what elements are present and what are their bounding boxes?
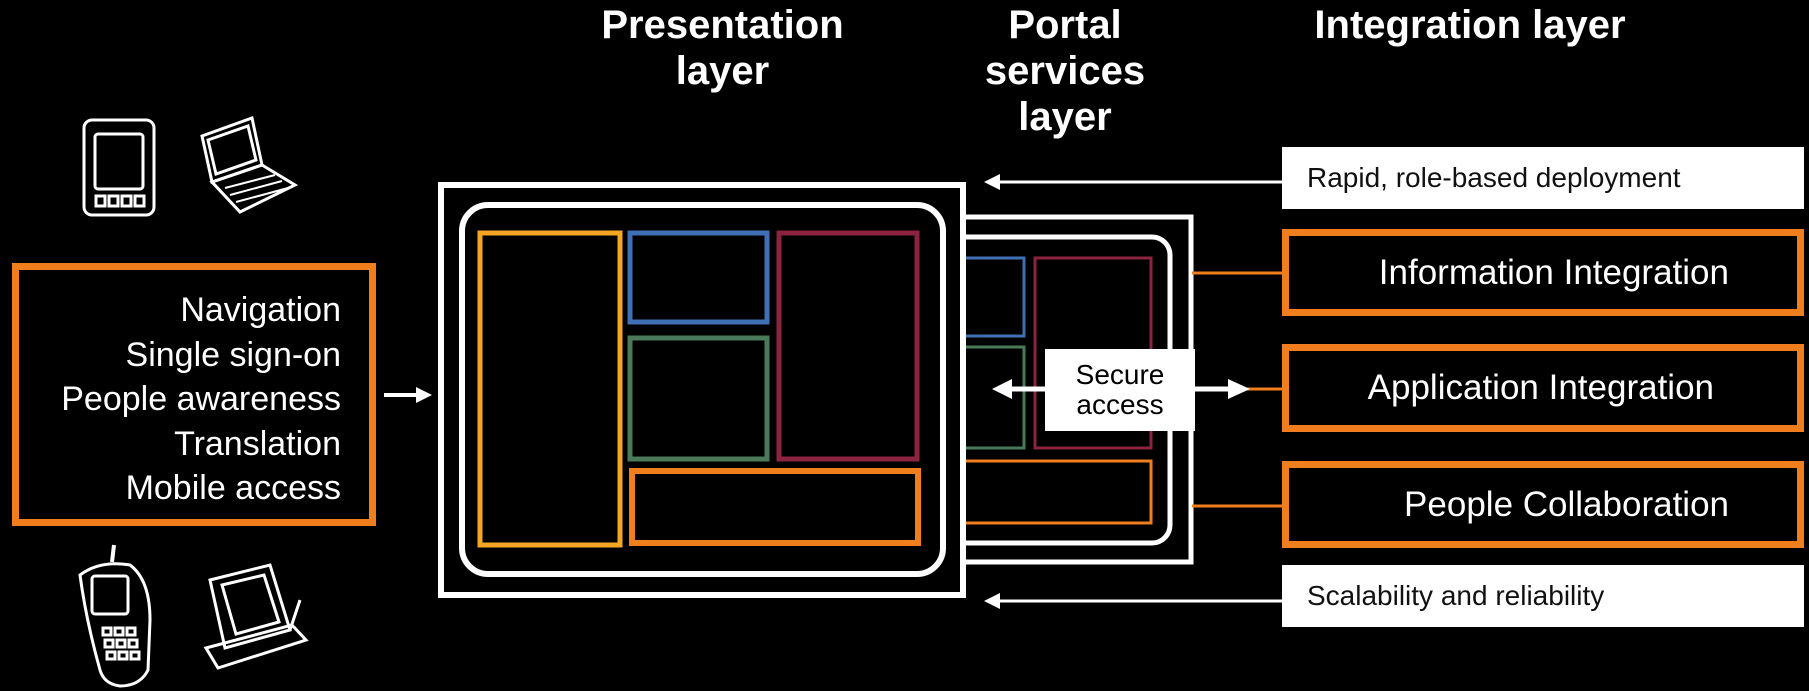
portal-heading-line: layer xyxy=(1018,95,1112,139)
presentation-heading-line: Presentation xyxy=(601,3,844,47)
secure-access-line: access xyxy=(1076,389,1164,420)
arrow-scalability xyxy=(984,593,1282,609)
people-collaboration-box: People Collaboration xyxy=(1282,461,1804,548)
presentation-heading-line: layer xyxy=(675,49,770,93)
secure-access-label: Secure access xyxy=(1045,349,1195,431)
desktop-computer-icon xyxy=(203,563,309,670)
portal-heading-line: Portal xyxy=(1008,3,1122,47)
feature-item: Single sign-on xyxy=(125,335,341,374)
portal-heading-line: services xyxy=(984,49,1146,93)
feature-item: Translation xyxy=(174,424,341,463)
integration-heading-line: Integration layer xyxy=(1314,3,1626,47)
scalability-reliability-box: Scalability and reliability xyxy=(1282,565,1804,627)
pda-icon xyxy=(82,118,156,217)
feature-item: People awareness xyxy=(61,380,341,418)
presentation-frame xyxy=(438,182,966,598)
secure-access-line: Secure xyxy=(1075,359,1165,390)
information-integration-box: Information Integration xyxy=(1282,229,1804,316)
feature-item: Navigation xyxy=(180,291,341,329)
secure-access-double-arrow xyxy=(992,379,1250,399)
mobile-phone-icon xyxy=(78,544,152,688)
feature-item: Mobile access xyxy=(125,469,341,507)
rapid-deployment-box: Rapid, role-based deployment xyxy=(1282,147,1804,209)
laptop-icon xyxy=(200,116,299,214)
arrow-features-to-presentation xyxy=(384,387,432,403)
portal-features-box: Navigation Single sign-on People awarene… xyxy=(12,263,376,526)
arrow-rapid-deployment xyxy=(984,174,1282,190)
application-integration-box: Application Integration xyxy=(1282,344,1804,432)
portal-services-layer-heading: Portal services layer xyxy=(945,2,1185,140)
integration-layer-heading: Integration layer xyxy=(1290,2,1650,48)
presentation-layer-heading: Presentation layer xyxy=(580,2,865,94)
